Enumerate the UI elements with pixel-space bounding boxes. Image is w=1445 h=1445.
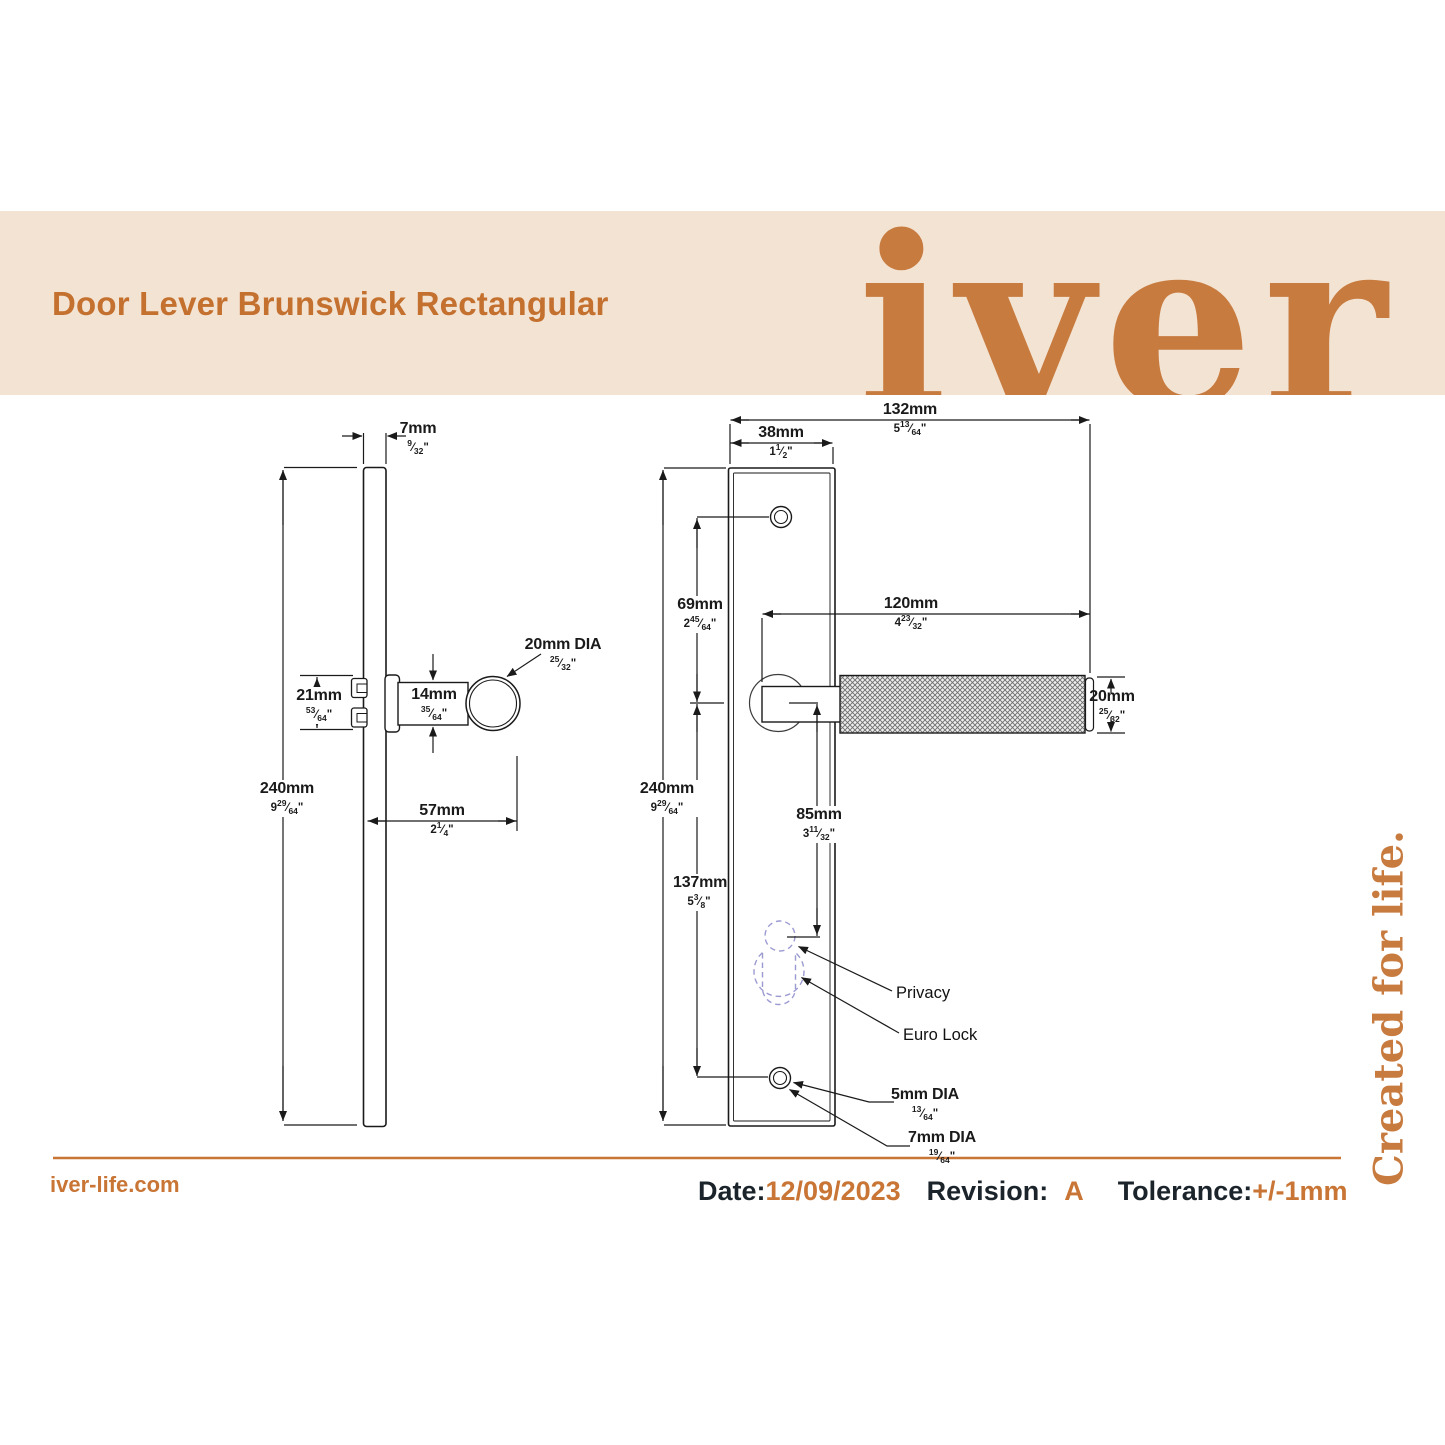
revision-value: A (1064, 1176, 1084, 1206)
side-view-plate (350, 466, 521, 1128)
page-title: Door Lever Brunswick Rectangular (52, 285, 609, 322)
privacy-label: Privacy (896, 984, 951, 1002)
dimension-lines (279, 416, 1125, 1147)
tolerance-value: +/-1mm (1252, 1176, 1348, 1206)
date-label: Date: (698, 1176, 766, 1206)
brand-tagline: Created for life. (1365, 830, 1413, 1186)
website-text: iver-life.com (50, 1172, 180, 1197)
tolerance-label: Tolerance: (1117, 1176, 1253, 1206)
header-banner: Door Lever Brunswick Rectangular iver (0, 211, 1445, 395)
euro-lock-outline (753, 920, 805, 1006)
iver-logo: iver (857, 211, 1397, 395)
euro-lock-label: Euro Lock (903, 1026, 978, 1044)
front-view-plate-and-lever (727, 467, 1095, 1127)
date-value: 12/09/2023 (765, 1176, 901, 1206)
footer-meta: Date:12/09/2023 Revision: A Tolerance:+/-1m… (698, 1176, 1348, 1207)
revision-label: Revision: (926, 1176, 1049, 1206)
